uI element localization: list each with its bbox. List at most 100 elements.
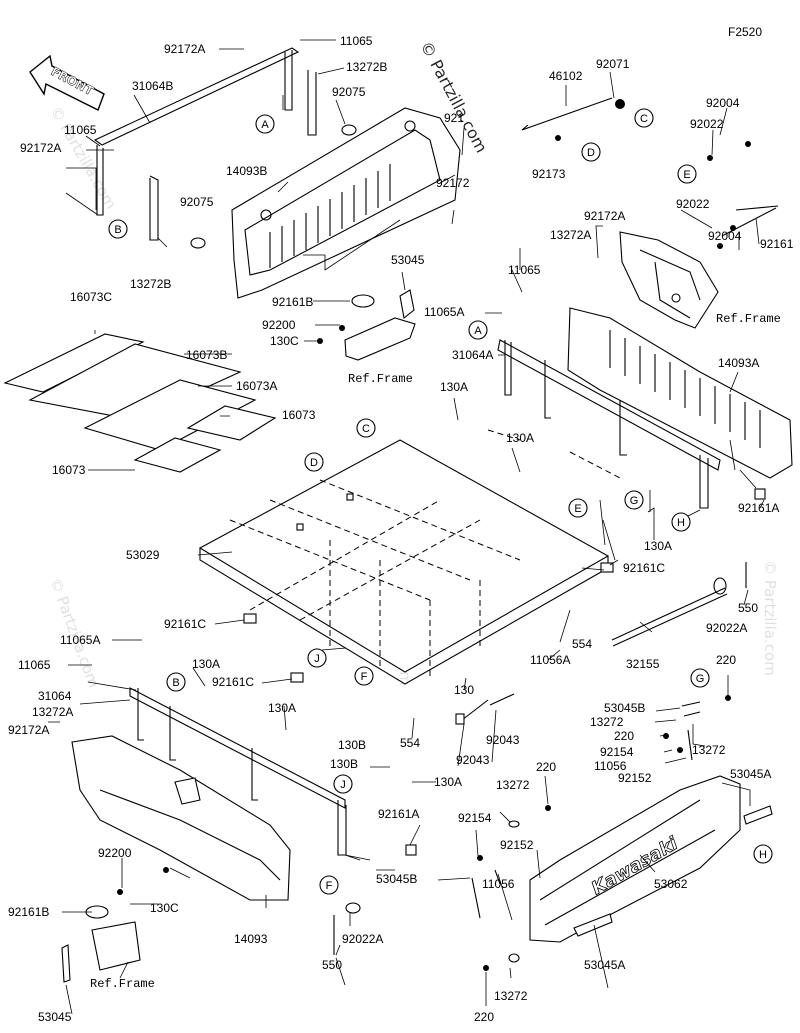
label-92004-top: 92004	[706, 96, 740, 110]
label-92173: 92173	[532, 167, 566, 181]
label-92161b-top: 92161B	[272, 295, 313, 309]
figure-code: F2520	[728, 25, 762, 39]
label-13272a-top: 13272A	[550, 228, 591, 242]
pivot-rod-92161	[707, 141, 779, 249]
pivot-shaft-32155	[611, 562, 747, 647]
svg-text:C: C	[640, 113, 648, 125]
label-53045a-lower: 53045A	[584, 958, 625, 972]
panel-14093b	[231, 107, 461, 299]
cargo-bed-53029	[198, 439, 614, 685]
label-130a-mid: 130A	[440, 380, 468, 394]
svg-text:F: F	[361, 671, 368, 683]
label-16073-right: 16073	[282, 408, 316, 422]
label-31064: 31064	[38, 689, 72, 703]
svg-text:D: D	[587, 147, 595, 159]
panel-14093b-ribs	[269, 164, 391, 268]
label-130a-center: 130A	[506, 431, 534, 445]
label-11065-mid: 11065	[508, 263, 541, 277]
label-220-mid: 220	[614, 729, 634, 743]
label-92043-right: 92043	[486, 733, 520, 747]
callout-a-top: A	[255, 114, 275, 134]
label-53062: 53062	[654, 877, 688, 891]
label-220-upper: 220	[716, 653, 736, 667]
svg-text:C: C	[362, 423, 370, 435]
label-11065-left-low: 11065	[18, 658, 51, 672]
panel-14093a-ribs	[609, 330, 761, 448]
label-92071: 92071	[596, 57, 630, 71]
callout-g-low: G	[690, 668, 710, 688]
label-16073a: 16073A	[236, 379, 277, 393]
callout-f-low: F	[319, 875, 339, 895]
label-53029: 53029	[126, 548, 160, 562]
callout-c-mid: C	[356, 418, 376, 438]
label-92161c-mid: 92161C	[212, 675, 254, 689]
label-11065a-top: 11065A	[424, 305, 464, 319]
label-13272b-top: 13272B	[346, 60, 387, 74]
svg-text:A: A	[261, 119, 269, 131]
label-130a-left: 130A	[192, 657, 220, 671]
label-550-right: 550	[738, 601, 758, 615]
label-92161c-left: 92161C	[164, 617, 206, 631]
label-53045-top: 53045	[391, 253, 425, 267]
label-92022a-lower: 92022A	[342, 932, 383, 946]
svg-text:H: H	[677, 517, 685, 529]
label-11065a-left: 11065A	[60, 633, 100, 647]
label-92004-right: 92004	[708, 229, 742, 243]
watermark-faint-1: © Partzilla.com	[47, 103, 120, 212]
callout-a-mid: A	[468, 320, 488, 340]
tailgate-53062: Kawasaki	[529, 775, 773, 943]
label-220-bottom: 220	[474, 1010, 494, 1024]
label-554-center: 554	[400, 736, 420, 750]
callout-h-mid: H	[671, 512, 691, 532]
label-13272-right: 13272	[692, 743, 726, 757]
label-92152-upper: 92152	[618, 771, 652, 785]
cable-53045b-lower	[471, 805, 551, 919]
label-554-right: 554	[572, 637, 592, 651]
side-rail-31064b-group	[93, 47, 357, 249]
svg-text:G: G	[630, 495, 639, 507]
label-14093: 14093	[234, 932, 268, 946]
label-92161c-right: 92161C	[623, 561, 665, 575]
label-13272b-left: 13272B	[130, 277, 171, 291]
label-130a-right: 130A	[644, 539, 672, 553]
label-11056-upper: 11056	[594, 759, 627, 773]
label-92152-lower: 92152	[500, 838, 534, 852]
label-16073-left: 16073	[52, 463, 86, 477]
label-92043-left: 92043	[456, 753, 490, 767]
label-130b-upper: 130B	[338, 738, 366, 752]
label-32155: 32155	[626, 657, 660, 671]
label-92154-upper: 92154	[600, 745, 634, 759]
label-92022-right: 92022	[676, 197, 710, 211]
callout-e-mid: E	[568, 498, 588, 518]
label-53045b-lower: 53045B	[376, 872, 417, 886]
label-13272a-left: 13272A	[32, 705, 73, 719]
label-130c-top: 130C	[270, 334, 299, 348]
label-92172a-left: 92172A	[20, 141, 61, 155]
label-550-lower: 550	[322, 958, 342, 972]
label-92200-lower: 92200	[98, 846, 132, 860]
svg-text:B: B	[114, 224, 121, 236]
svg-text:D: D	[310, 457, 318, 469]
label-46102: 46102	[549, 69, 583, 83]
label-53045-lower: 53045	[38, 1010, 72, 1024]
label-92075-top: 92075	[332, 85, 366, 99]
panel-14093	[71, 735, 417, 901]
label-92161: 92161	[760, 237, 794, 251]
label-921: 921	[444, 111, 464, 125]
label-130a-bottom: 130A	[434, 775, 462, 789]
label-53045b-upper: 53045B	[604, 701, 645, 715]
ref-frame-lower: Ref.Frame	[90, 977, 155, 991]
svg-text:F: F	[326, 880, 333, 892]
label-11056-lower: 11056	[482, 877, 515, 891]
label-11065-top: 11065	[340, 34, 373, 48]
side-rail-31064-group	[129, 687, 347, 856]
label-31064b: 31064B	[132, 79, 173, 93]
part-labels: 92172A 11065 13272B 31064B 92075 46102 9…	[8, 34, 794, 1024]
svg-text:H: H	[759, 849, 767, 861]
label-130: 130	[454, 683, 474, 697]
label-53045a-right: 53045A	[730, 767, 771, 781]
label-13272-center: 13272	[496, 778, 530, 792]
label-14093a: 14093A	[718, 356, 759, 370]
label-92022-top: 92022	[690, 117, 724, 131]
